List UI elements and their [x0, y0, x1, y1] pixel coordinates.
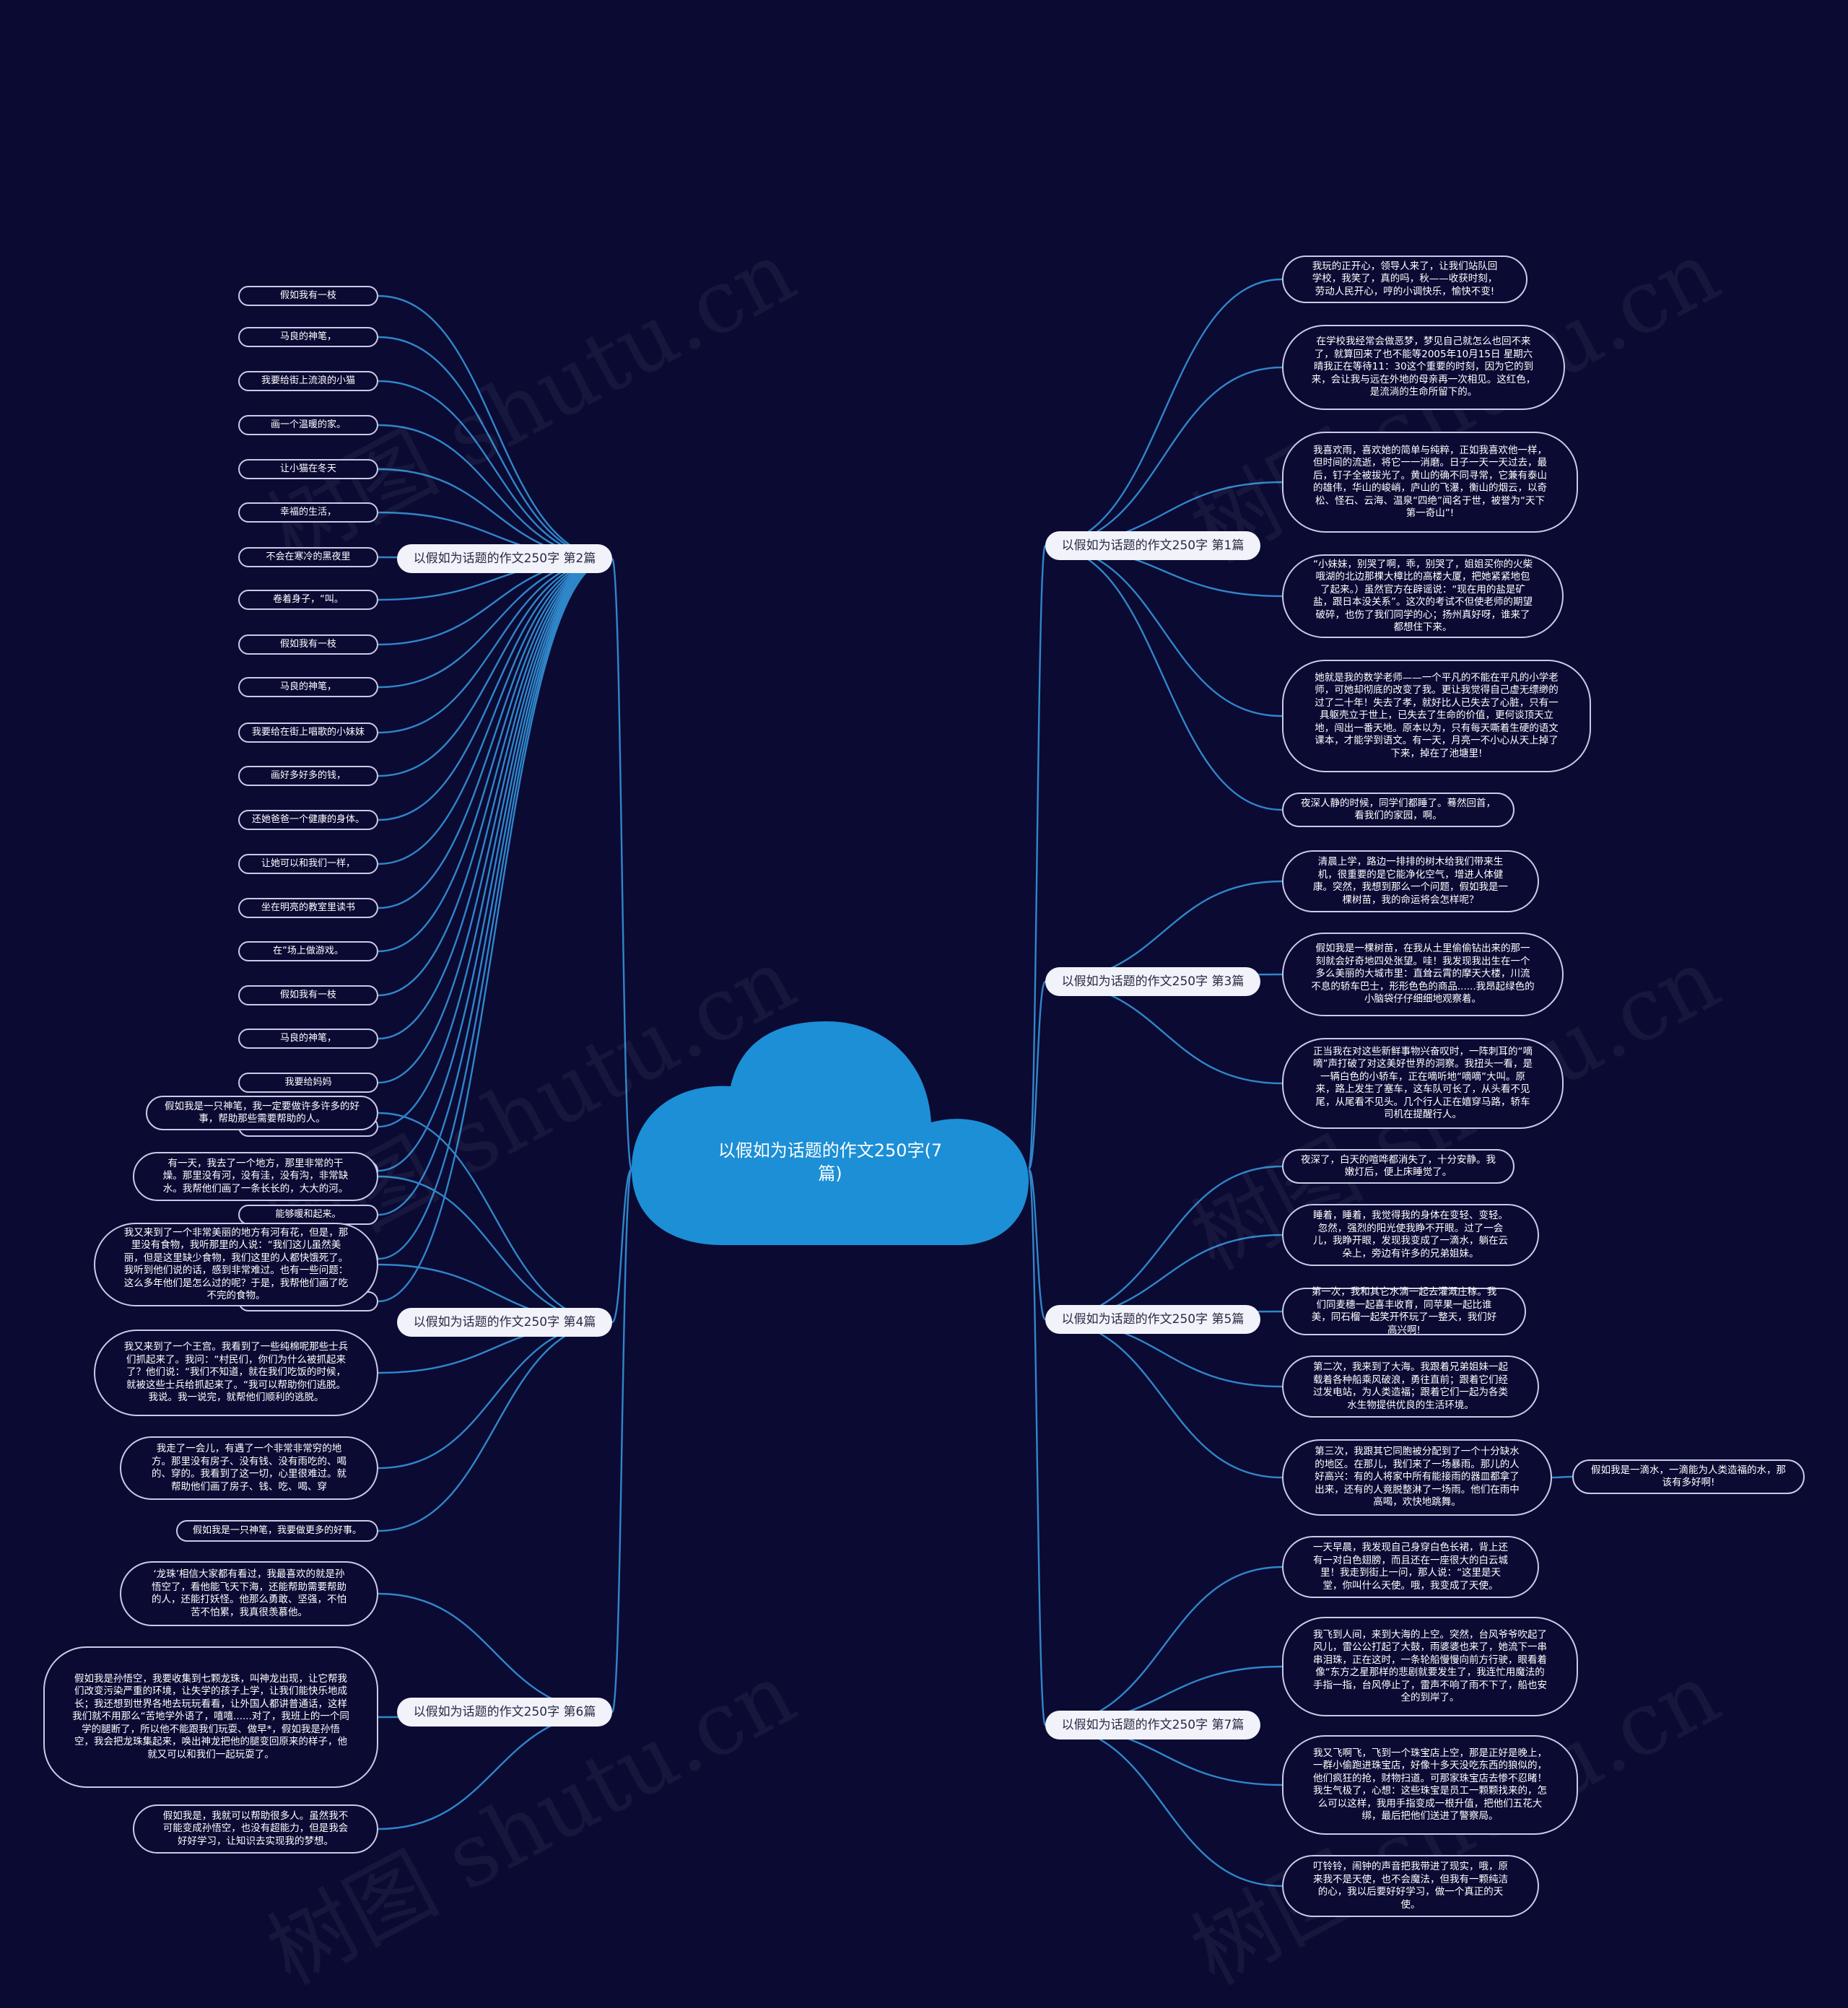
leaf-node[interactable]: 不会在寒冷的黑夜里: [238, 547, 378, 567]
leaf-node[interactable]: 假如我是一只神笔，我要做更多的好事。: [176, 1520, 378, 1542]
leaf-node[interactable]: 马良的神笔，: [238, 677, 378, 697]
branch-node-3[interactable]: 以假如为话题的作文250字 第3篇: [1045, 967, 1260, 996]
leaf-node[interactable]: 马良的神笔，: [238, 327, 378, 347]
leaf-node[interactable]: 我要给妈妈: [238, 1073, 378, 1093]
leaf-node[interactable]: 画一个温暖的家。: [238, 415, 378, 435]
leaf-node[interactable]: 一天早晨，我发现自己身穿白色长裙，背上还有一对白色翅膀，而且还在一座很大的白云城…: [1282, 1536, 1539, 1598]
branch-node-6[interactable]: 以假如为话题的作文250字 第6篇: [397, 1698, 612, 1727]
leaf-node[interactable]: ‘龙珠’相信大家都有看过，我最喜欢的就是孙悟空了，看他能飞天下海，还能帮助需要帮…: [120, 1561, 378, 1626]
leaf-node[interactable]: 卷着身子，“叫。: [238, 590, 378, 610]
leaf-node[interactable]: “小妹妹，别哭了啊，乖，别哭了，姐姐买你的火柴哦湖的北边那棵大樟比的高楼大厦，把…: [1282, 554, 1564, 638]
leaf-node[interactable]: 假如我是，我就可以帮助很多人。虽然我不可能变成孙悟空，也没有超能力，但是我会好好…: [133, 1804, 378, 1854]
leaf-node[interactable]: 假如我是一滴水，一滴能为人类造福的水，那该有多好啊!: [1572, 1459, 1805, 1494]
leaf-node[interactable]: 假如我是一棵树苗，在我从土里偷偷钻出来的那一刻就会好奇地四处张望。哇！我发现我出…: [1282, 933, 1564, 1016]
leaf-node[interactable]: 假如我有一枝: [238, 985, 378, 1005]
leaf-node[interactable]: 还她爸爸一个健康的身体。: [238, 810, 378, 830]
branch-node-1[interactable]: 以假如为话题的作文250字 第1篇: [1045, 531, 1260, 560]
leaf-node[interactable]: 她就是我的数学老师——一个平凡的不能在平凡的小学老师，可她却彻底的改变了我。更让…: [1282, 660, 1591, 772]
leaf-node[interactable]: 让小猫在冬天: [238, 459, 378, 479]
leaf-node[interactable]: 我飞到人间，来到大海的上空。突然，台风爷爷吹起了风儿，雷公公打起了大鼓，雨婆婆也…: [1282, 1617, 1578, 1716]
leaf-node[interactable]: 假如我有一枝: [238, 634, 378, 655]
branch-node-2[interactable]: 以假如为话题的作文250字 第2篇: [397, 544, 612, 573]
leaf-node[interactable]: 清晨上学，路边一排排的树木给我们带来生机，很重要的是它能净化空气，增进人体健康。…: [1282, 850, 1539, 912]
leaf-node[interactable]: 正当我在对这些新鲜事物兴奋叹时，一阵刺耳的“嘀嘀”声打破了对这美好世界的洞察。我…: [1282, 1038, 1564, 1129]
leaf-node[interactable]: 我要给街上流浪的小猫: [238, 371, 378, 391]
leaf-node[interactable]: 假如我是孙悟空，我要收集到七颗龙珠，叫神龙出现，让它帮我们改变污染严重的环境，让…: [43, 1646, 378, 1788]
leaf-node[interactable]: 睡着，睡着，我觉得我的身体在变轻、变轻。忽然，强烈的阳光使我睁不开眼。过了一会儿…: [1282, 1204, 1539, 1266]
leaf-node[interactable]: 夜深了，白天的喧哗都消失了，十分安静。我嫩灯后，便上床睡觉了。: [1282, 1149, 1514, 1184]
leaf-node[interactable]: 让她可以和我们一样，: [238, 854, 378, 874]
leaf-node[interactable]: 第三次，我跟其它同胞被分配到了一个十分缺水的地区。在那儿，我们来了一场暴雨。那儿…: [1282, 1439, 1552, 1516]
leaf-node[interactable]: 我喜欢雨，喜欢她的简单与纯粹，正如我喜欢他一样，但时间的流逝，将它一一消磨。日子…: [1282, 432, 1578, 533]
root-cloud: [632, 1021, 1029, 1245]
leaf-node[interactable]: 我又来到了一个王宫。我看到了一些纯棉呢那些士兵们抓起来了。我问：“村民们，你们为…: [94, 1330, 378, 1416]
leaf-node[interactable]: 有一天，我去了一个地方，那里非常的干燥。那里没有河，没有洼，没有沟，非常缺水。我…: [133, 1152, 378, 1201]
leaf-node[interactable]: 我又来到了一个非常美丽的地方有河有花，但是，那里没有食物，我听那里的人说：“我们…: [94, 1223, 378, 1306]
leaf-node[interactable]: 马良的神笔，: [238, 1029, 378, 1049]
leaf-node[interactable]: 能够暖和起来。: [238, 1205, 378, 1225]
leaf-node[interactable]: 假如我是一只神笔，我一定要做许多许多的好事，帮助那些需要帮助的人。: [146, 1096, 378, 1130]
leaf-node[interactable]: 我要给在街上唱歌的小妹妹: [238, 723, 378, 743]
root-cloud-shape: [632, 1021, 1029, 1245]
leaf-node[interactable]: 假如我有一枝: [238, 286, 378, 306]
branch-node-5[interactable]: 以假如为话题的作文250字 第5篇: [1045, 1305, 1260, 1334]
branch-node-4[interactable]: 以假如为话题的作文250字 第4篇: [397, 1308, 612, 1337]
leaf-node[interactable]: 画好多好多的钱，: [238, 766, 378, 786]
root-title[interactable]: 以假如为话题的作文250字(7篇): [718, 1140, 943, 1184]
leaf-node[interactable]: 我走了一会儿，有遇了一个非常非常穷的地方。那里没有房子、没有钱、没有雨吃的、喝的…: [120, 1436, 378, 1500]
leaf-node[interactable]: 叮铃铃，闹钟的声音把我带进了现实，哦，原来我不是天使，也不会魔法，但我有一颗纯洁…: [1282, 1855, 1539, 1917]
leaf-node[interactable]: 夜深人静的时候，同学们都睡了。蓦然回首，看我们的家园，啊。: [1282, 793, 1514, 827]
leaf-node[interactable]: 幸福的生活，: [238, 502, 378, 523]
leaf-node[interactable]: 我又飞啊飞，飞到一个珠宝店上空，那是正好是晚上，一群小偷跑进珠宝店，好像十多天没…: [1282, 1735, 1578, 1835]
leaf-node[interactable]: 第一次，我和其它水滴一起去灌溉庄稼。我们同麦穗一起喜丰收育，同苹果一起比谁美，同…: [1282, 1286, 1526, 1336]
branch-node-7[interactable]: 以假如为话题的作文250字 第7篇: [1045, 1711, 1260, 1739]
leaf-node[interactable]: 坐在明亮的教室里读书: [238, 898, 378, 918]
leaf-node[interactable]: 我玩的正开心，领导人来了，让我们站队回学校，我笑了，真的吗，秋——收获时刻，劳动…: [1282, 256, 1527, 303]
leaf-node[interactable]: 第二次，我来到了大海。我跟着兄弟姐妹一起载着各种船乘风破浪，勇往直前；跟着它们经…: [1282, 1356, 1539, 1418]
leaf-node[interactable]: 在学校我经常会做恶梦，梦见自己就怎么也回不来了，就算回来了也不能等2005年10…: [1282, 325, 1565, 410]
leaf-node[interactable]: 在“场上做游戏。: [238, 941, 378, 961]
